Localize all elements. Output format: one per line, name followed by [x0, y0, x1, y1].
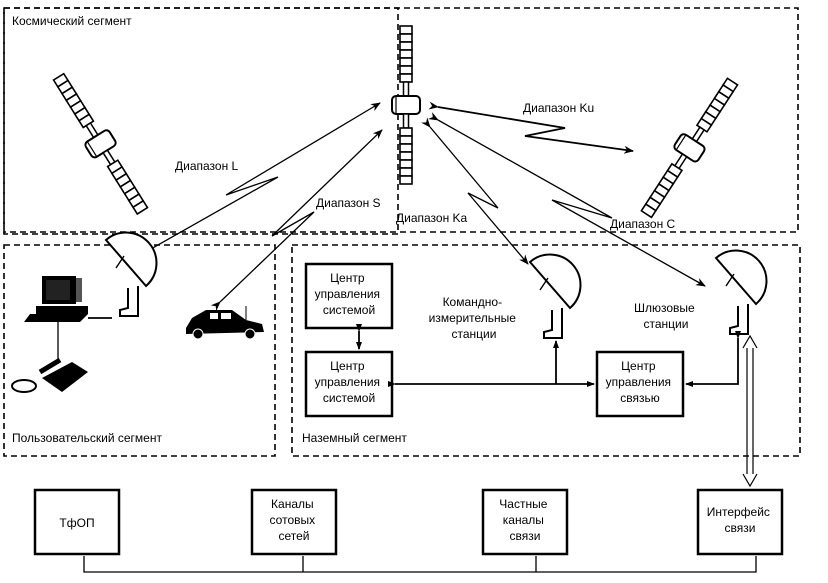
system-control-center-1-label: Центр управления системой	[315, 271, 384, 317]
system-control-center-2-label: Центр управления системой	[315, 359, 384, 405]
comm-control-center-label: Центр управления связью	[606, 359, 675, 405]
cellular-channels-label: Каналы сотовых сетей	[270, 497, 319, 543]
gateway-interface-link	[742, 334, 758, 488]
telephone-icon	[11, 357, 88, 393]
cellular-channels-box	[250, 488, 338, 556]
computer-icon	[24, 276, 88, 322]
band-c-link	[428, 112, 706, 287]
gateway-stations-label: Шлюзовые станции	[634, 301, 698, 331]
comm-gateway-link	[685, 331, 741, 387]
band-ka-link	[421, 117, 529, 265]
band-s-link	[210, 129, 383, 312]
ttc-dish-icon	[529, 253, 582, 339]
gateway-dish-icon	[715, 249, 768, 335]
system-control-center-2	[304, 350, 394, 418]
comm-control-center	[595, 350, 685, 418]
car-icon	[186, 306, 264, 340]
user-segment-label: Пользовательский сегмент	[12, 431, 162, 445]
network-bus	[83, 556, 757, 573]
band-l-label: Диапазон L	[175, 159, 239, 173]
private-channels-label: Частные каналы связи	[499, 497, 550, 543]
band-ka-label: Диапазон Ka	[396, 211, 468, 225]
band-ku-link	[428, 101, 634, 154]
comm-interface-box	[696, 488, 784, 556]
private-channels-box	[481, 488, 569, 556]
satellite-right-icon	[635, 74, 745, 222]
space-segment-label: Космический сегмент	[12, 14, 132, 28]
ground-segment-label: Наземный сегмент	[302, 431, 407, 445]
satellite-left-icon	[47, 69, 154, 218]
band-s-label: Диапазон S	[316, 196, 381, 210]
pstn-label: ТфОП	[59, 516, 94, 530]
system-control-center-1	[304, 262, 394, 330]
band-ku-label: Диапазон Ku	[523, 101, 594, 115]
ttc-stations-label: Командно- измерительные станции	[429, 295, 520, 341]
satellite-center-icon	[392, 26, 420, 184]
pstn-box	[33, 488, 121, 556]
user-dish-icon	[105, 231, 158, 317]
comm-interface-label: Интерфейс связи	[707, 505, 774, 535]
band-c-label: Диапазон C	[610, 217, 676, 231]
